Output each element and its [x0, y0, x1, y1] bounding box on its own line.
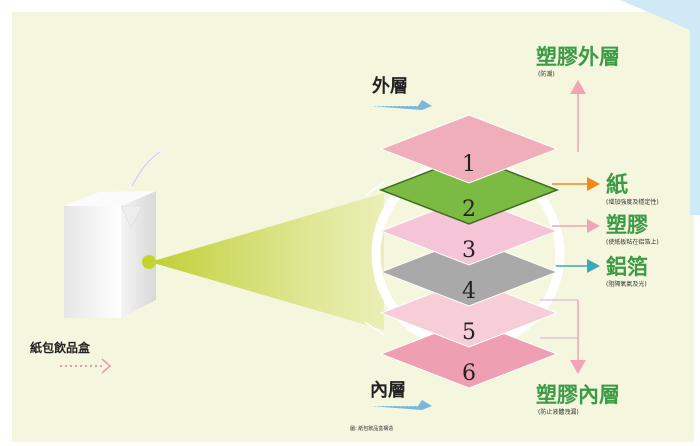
bracket-line-top: [364, 181, 385, 197]
plastic-inner-note: (防止液體洩漏): [538, 408, 579, 416]
arrow-foil: [556, 259, 600, 273]
foil-title: 鋁箔: [606, 255, 648, 279]
layer-3-number: 3: [462, 238, 476, 263]
outer-layer-stripe-arrow: [370, 100, 432, 110]
inner-layer-label: 內層: [370, 380, 406, 401]
carton-front: [64, 206, 121, 318]
carton-top: [64, 191, 156, 206]
layer-5-sheet: [379, 278, 559, 348]
layers-stack: 6 5 4 3 2 1: [378, 114, 560, 389]
carton-dotted-arrow-icon: [60, 358, 112, 374]
layer-2-sheet: [378, 155, 560, 225]
beam-origin-dot: [142, 255, 156, 269]
layer-4-sheet: [379, 237, 559, 307]
arrow-plastic-inner: [540, 299, 586, 374]
corner-accent: [620, 0, 700, 215]
layer-1-sheet: [379, 114, 559, 184]
inner-layer-stripe-arrow: [370, 400, 432, 410]
foil-note: (阻隔氧氣及光): [606, 280, 647, 288]
straw-icon: [129, 149, 163, 189]
arrow-plastic-mid: [552, 219, 600, 233]
layer-4-number: 4: [462, 279, 476, 304]
drink-carton-illustration: [64, 149, 163, 318]
layer-2-number: 2: [462, 197, 476, 222]
outer-layer-label: 外層: [372, 75, 408, 97]
plastic-outer-title: 塑膠外層: [536, 45, 620, 69]
carton-label: 紙包飲品盒: [30, 340, 91, 355]
figure-caption: 圖: 紙包飲品盒構造: [350, 425, 393, 432]
layer-6-sheet: [379, 319, 559, 389]
layer-3-sheet: [379, 196, 559, 266]
bracket-line-bottom: [364, 321, 385, 336]
layer-6-number: 6: [462, 361, 476, 386]
layer-1-number: 1: [462, 152, 476, 177]
plastic-inner-title: 塑膠內層: [536, 383, 620, 407]
arrow-paper: [552, 177, 600, 191]
arrow-plastic-outer: [570, 80, 586, 152]
carton-fold: [120, 205, 143, 229]
paper-note: (增加強度及穩定性): [606, 198, 659, 206]
plastic-mid-note: (使紙板粘在鋁箔上): [606, 238, 659, 246]
zoom-beam: [150, 193, 384, 330]
plastic-mid-title: 塑膠: [606, 213, 648, 237]
paper-title: 紙: [606, 172, 628, 198]
plastic-outer-note: (防潮): [538, 70, 555, 78]
straw-outline: [131, 151, 161, 187]
layer-5-number: 5: [462, 320, 476, 345]
